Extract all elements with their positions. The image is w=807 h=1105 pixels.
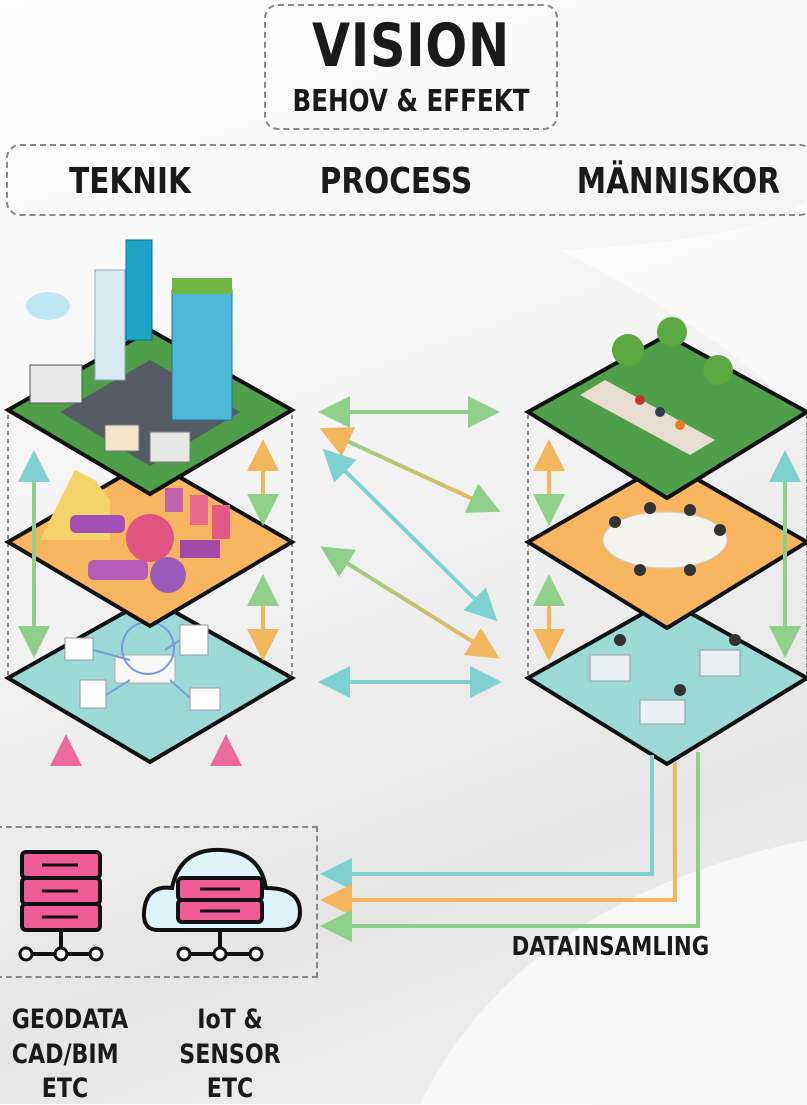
pillars-box <box>6 144 807 216</box>
source-geodata-label: GEODATA <box>11 1004 129 1035</box>
bg-swoosh <box>420 840 807 1104</box>
source-geodata-label: ETC <box>41 1073 89 1104</box>
data-line-orange <box>320 762 677 916</box>
pillar-process: PROCESS <box>319 161 473 202</box>
right-office-layer <box>524 597 807 767</box>
vision-box <box>264 4 558 130</box>
link-diag-2 <box>322 448 498 622</box>
server-stack-icon <box>18 850 104 962</box>
left-network-layer <box>4 595 296 765</box>
source-iot-label: SENSOR <box>179 1039 281 1070</box>
data-line-teal <box>320 755 654 890</box>
pillar-manniskor: MÄNNISKOR <box>576 161 780 202</box>
source-iot-label: ETC <box>206 1073 254 1104</box>
data-line-green <box>320 752 700 942</box>
cloud-server-icon <box>141 847 303 962</box>
left-city-layer <box>4 239 296 497</box>
right-park-layer <box>524 317 807 501</box>
data-collection-label: DATAINSAMLING <box>511 932 710 962</box>
right-meeting-layer <box>524 459 807 631</box>
sources-box <box>0 826 318 978</box>
source-geodata-label: CAD/BIM <box>11 1039 119 1070</box>
left-analytics-layer <box>4 457 296 629</box>
link-diag-3 <box>320 546 500 659</box>
bg-swoosh <box>560 200 807 420</box>
source-iot-label: IoT & <box>197 1004 263 1035</box>
vision-subtitle: BEHOV & EFFEKT <box>292 84 530 119</box>
vision-title: VISION <box>311 11 511 81</box>
link-diag-1 <box>319 427 501 513</box>
pillar-teknik: TEKNIK <box>69 161 191 202</box>
